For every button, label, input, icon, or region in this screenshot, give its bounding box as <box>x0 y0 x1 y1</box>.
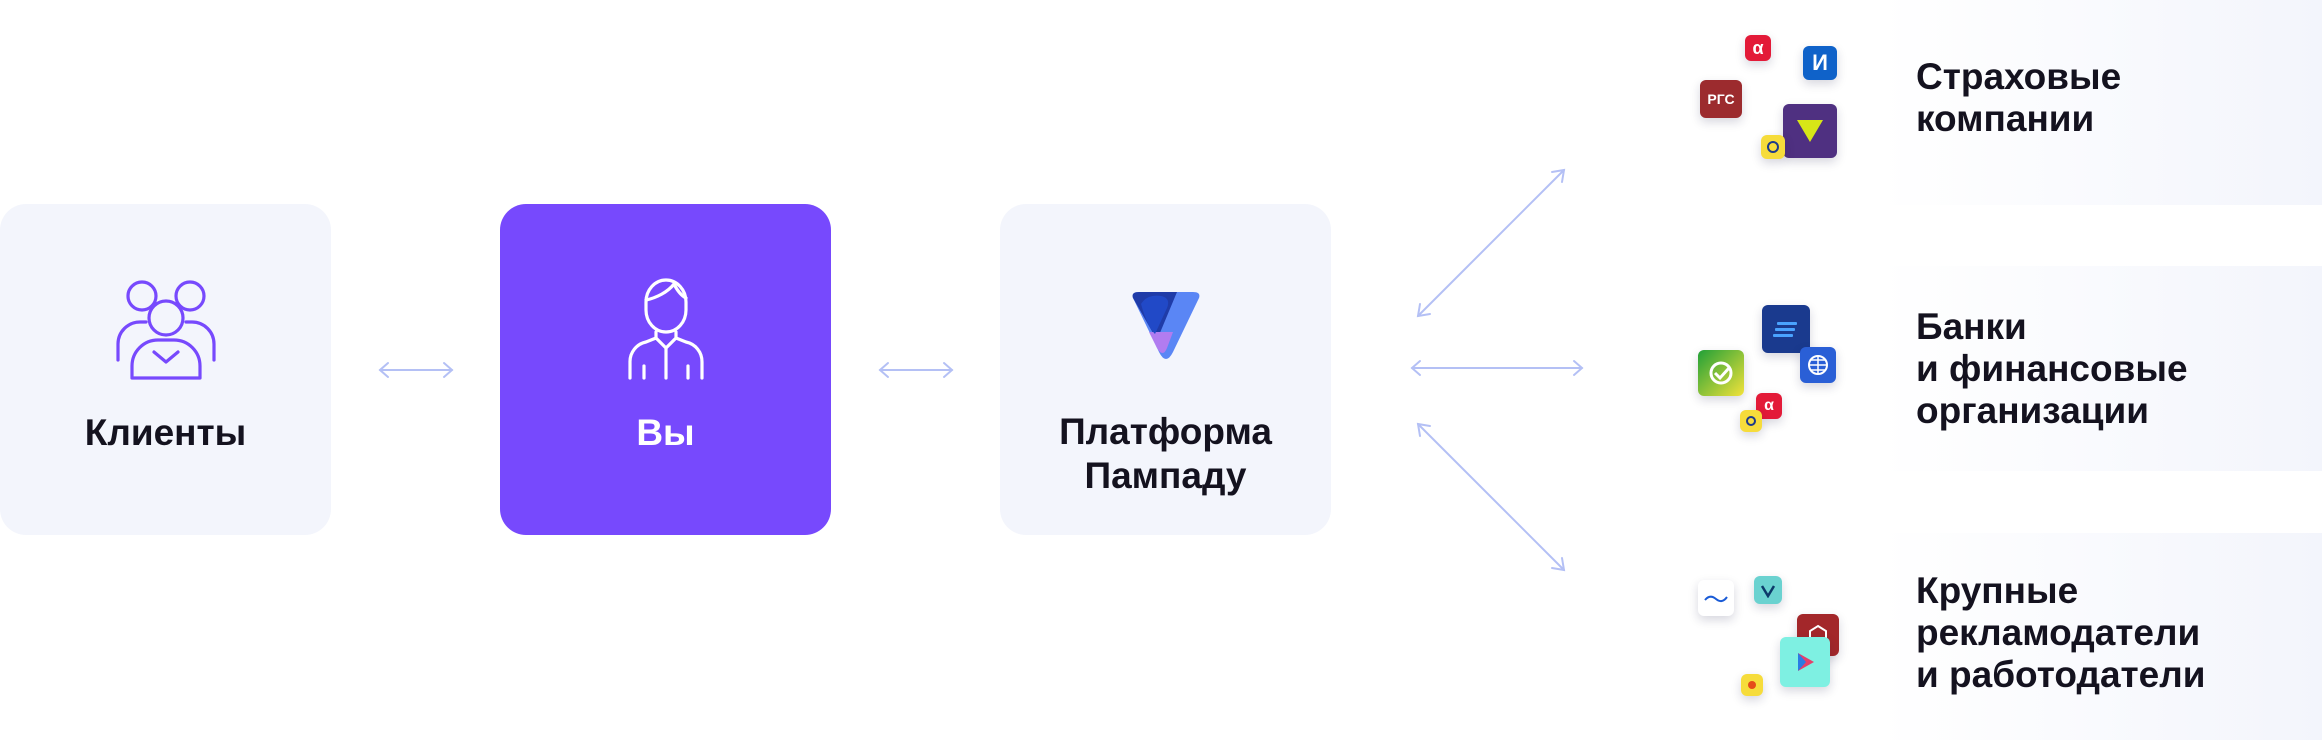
arrow-to-insurance <box>1417 169 1565 317</box>
fan-arrows <box>1410 168 1584 572</box>
ingos-logo-icon: И <box>1803 46 1837 80</box>
bank-logo-icon <box>1762 305 1810 353</box>
gazprombank-logo-icon <box>1800 347 1836 383</box>
category-insurance-label: Страховые компании <box>1916 56 2122 139</box>
users-group-icon <box>114 274 218 389</box>
arrow-to-advertisers <box>1417 423 1565 571</box>
advertiser-logo-icon <box>1780 637 1830 687</box>
category-advertisers-label: Крупные рекламодатели и работодатели <box>1916 570 2206 695</box>
insurance-band <box>1690 0 2322 205</box>
vsk-logo-icon <box>1783 104 1837 158</box>
advertiser-logo-icon <box>1698 580 1734 616</box>
sber-logo-icon <box>1698 350 1744 396</box>
double-arrow-icon <box>378 362 454 378</box>
alfa-logo-icon: α <box>1745 35 1771 61</box>
platform-label: Платформа Пампаду <box>1059 411 1272 496</box>
you-label: Вы <box>636 412 695 453</box>
advertiser-logo-icon <box>1741 674 1763 696</box>
double-arrow-icon <box>878 362 954 378</box>
person-icon <box>626 274 706 385</box>
sogaz-small-logo-icon <box>1740 410 1762 432</box>
clients-node: Клиенты <box>0 204 331 535</box>
clients-label: Клиенты <box>84 412 247 453</box>
sogaz-logo-icon <box>1761 135 1785 159</box>
you-node: Вы <box>500 204 831 535</box>
category-banks-label: Банки и финансовые организации <box>1916 306 2188 431</box>
banks-band <box>1690 266 2322 471</box>
pampadu-logo-icon <box>1127 290 1205 367</box>
advertisers-band <box>1690 533 2322 740</box>
rgs-logo-icon: РГС <box>1700 80 1742 118</box>
advertiser-logo-icon <box>1754 576 1782 604</box>
alfa-bank-logo-icon: α <box>1756 393 1782 419</box>
platform-node: Платформа Пампаду <box>1000 204 1331 535</box>
